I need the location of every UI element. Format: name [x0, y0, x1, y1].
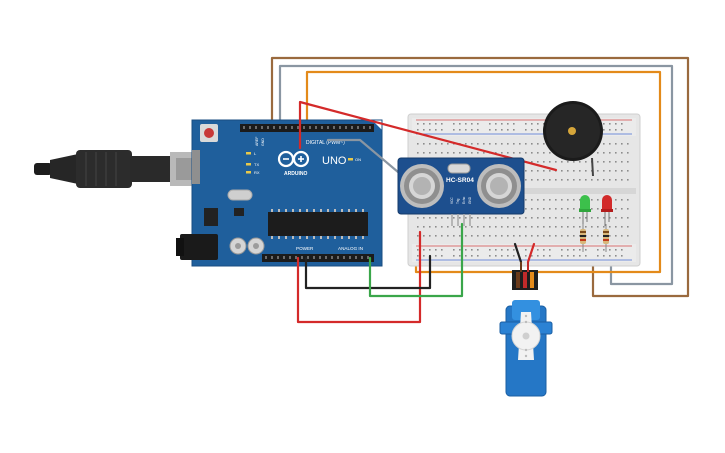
wire-red-vcc[interactable]: [296, 230, 422, 324]
wire-red-buzzer[interactable]: [298, 100, 558, 172]
aref-label: AREF: [255, 137, 259, 146]
digital-header-label: DIGITAL (PWM~): [306, 140, 345, 146]
wire-gray[interactable]: [278, 64, 674, 286]
power-analog-header-pins[interactable]: [265, 256, 369, 259]
led-l-label: L: [254, 151, 257, 156]
gnd-label: GND: [261, 138, 265, 146]
analog-label: ANALOG IN: [338, 246, 363, 251]
arduino-logo-icon: [277, 150, 310, 168]
sensor-pin-trig: Trig: [456, 198, 460, 204]
wire-black-servo[interactable]: [513, 242, 523, 264]
sensor-pin-echo: Echo: [462, 197, 466, 204]
wire-red-servo[interactable]: [526, 242, 536, 264]
brand-label: ARDUINO: [284, 171, 307, 177]
buzzer-icon[interactable]: [543, 101, 603, 177]
wire-orange[interactable]: [305, 70, 662, 274]
chip-pins: [271, 209, 364, 239]
wire-brown[interactable]: [270, 56, 690, 298]
wire-green-trig[interactable]: [368, 222, 464, 298]
green-led-icon[interactable]: [579, 195, 591, 226]
led-tx-label: TX: [254, 162, 259, 167]
sensor-pin-vcc: VCC: [450, 197, 454, 204]
sensor-pins[interactable]: [451, 214, 471, 226]
resistor-icon[interactable]: [603, 224, 609, 252]
led-rx-label: RX: [254, 170, 260, 175]
resistor-icon[interactable]: [580, 224, 586, 252]
arduino-uno-board[interactable]: ARDUINO UNO DIGITAL (PWM~) POWER ANALOG …: [176, 119, 383, 267]
ultrasonic-sensor-icon[interactable]: HC-SR04 VCC Trig Echo GND: [397, 157, 525, 226]
power-label: POWER: [296, 246, 314, 251]
sensor-model-label: HC-SR04: [446, 177, 474, 184]
usb-cable-icon[interactable]: [34, 150, 198, 188]
model-label: UNO: [322, 155, 347, 167]
wire-black-gnd[interactable]: [304, 254, 432, 290]
digital-header-pins[interactable]: [243, 126, 371, 129]
sensor-pin-gnd: GND: [468, 196, 472, 204]
red-led-icon[interactable]: [601, 195, 613, 226]
on-label: ON: [355, 157, 361, 162]
servo-icon[interactable]: [499, 262, 553, 397]
wire-gray-echo[interactable]: [326, 138, 400, 174]
